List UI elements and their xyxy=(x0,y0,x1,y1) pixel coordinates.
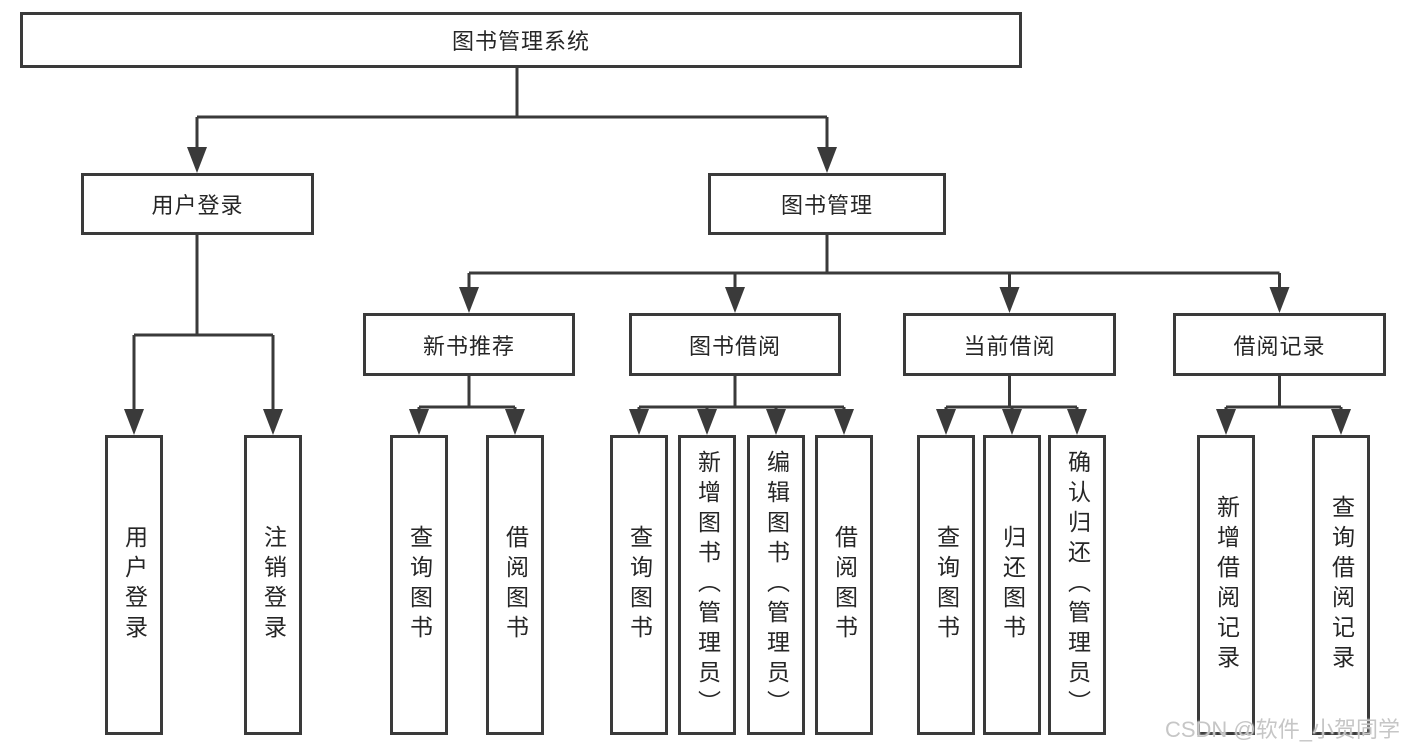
leaf-borrow-book-2-label: 借阅图书 xyxy=(831,525,858,645)
leaf-confirm-return-admin: 确认归还（管理员） xyxy=(1048,435,1106,735)
node-user-login-label: 用户登录 xyxy=(151,193,244,218)
leaf-add-book-admin-label: 新增图书（管理员） xyxy=(694,450,721,720)
leaf-edit-book-admin-label: 编辑图书（管理员） xyxy=(763,450,790,720)
watermark: CSDN @软件_小贺同学 xyxy=(1164,717,1400,742)
leaf-add-book-admin: 新增图书（管理员） xyxy=(678,435,736,735)
leaf-logout-label: 注销登录 xyxy=(260,525,287,645)
leaf-query-book-2-label: 查询图书 xyxy=(626,525,653,645)
node-borrow-record-label: 借阅记录 xyxy=(1233,333,1326,359)
leaf-query-borrow-record: 查询借阅记录 xyxy=(1312,435,1370,735)
leaf-return-book: 归还图书 xyxy=(983,435,1041,735)
node-book-management-label: 图书管理 xyxy=(780,193,873,218)
node-book-borrow: 图书借阅 xyxy=(629,313,841,376)
node-root: 图书管理系统 xyxy=(20,12,1022,68)
leaf-confirm-return-admin-label: 确认归还（管理员） xyxy=(1064,450,1091,720)
node-user-login: 用户登录 xyxy=(81,173,314,235)
leaf-return-book-label: 归还图书 xyxy=(999,525,1026,645)
node-new-book-recommend: 新书推荐 xyxy=(363,313,575,376)
leaf-add-borrow-record-label: 新增借阅记录 xyxy=(1213,495,1240,675)
node-current-borrow: 当前借阅 xyxy=(903,313,1116,376)
leaf-query-book-3: 查询图书 xyxy=(917,435,975,735)
leaf-borrow-book-2: 借阅图书 xyxy=(815,435,873,735)
node-current-borrow-label: 当前借阅 xyxy=(963,333,1056,359)
node-root-label: 图书管理系统 xyxy=(451,29,590,54)
leaf-query-book-2: 查询图书 xyxy=(610,435,668,735)
leaf-edit-book-admin: 编辑图书（管理员） xyxy=(747,435,805,735)
leaf-add-borrow-record: 新增借阅记录 xyxy=(1197,435,1255,735)
node-new-book-recommend-label: 新书推荐 xyxy=(422,333,515,359)
node-book-management: 图书管理 xyxy=(708,173,946,235)
leaf-user-login: 用户登录 xyxy=(105,435,163,735)
leaf-query-book-3-label: 查询图书 xyxy=(933,525,960,645)
leaf-query-borrow-record-label: 查询借阅记录 xyxy=(1328,495,1355,675)
leaf-query-book-1: 查询图书 xyxy=(390,435,448,735)
leaf-borrow-book-1: 借阅图书 xyxy=(486,435,544,735)
node-borrow-record: 借阅记录 xyxy=(1173,313,1386,376)
leaf-query-book-1-label: 查询图书 xyxy=(406,525,433,645)
leaf-user-login-label: 用户登录 xyxy=(121,525,148,645)
node-book-borrow-label: 图书借阅 xyxy=(688,333,781,359)
leaf-logout: 注销登录 xyxy=(244,435,302,735)
leaf-borrow-book-1-label: 借阅图书 xyxy=(502,525,529,645)
